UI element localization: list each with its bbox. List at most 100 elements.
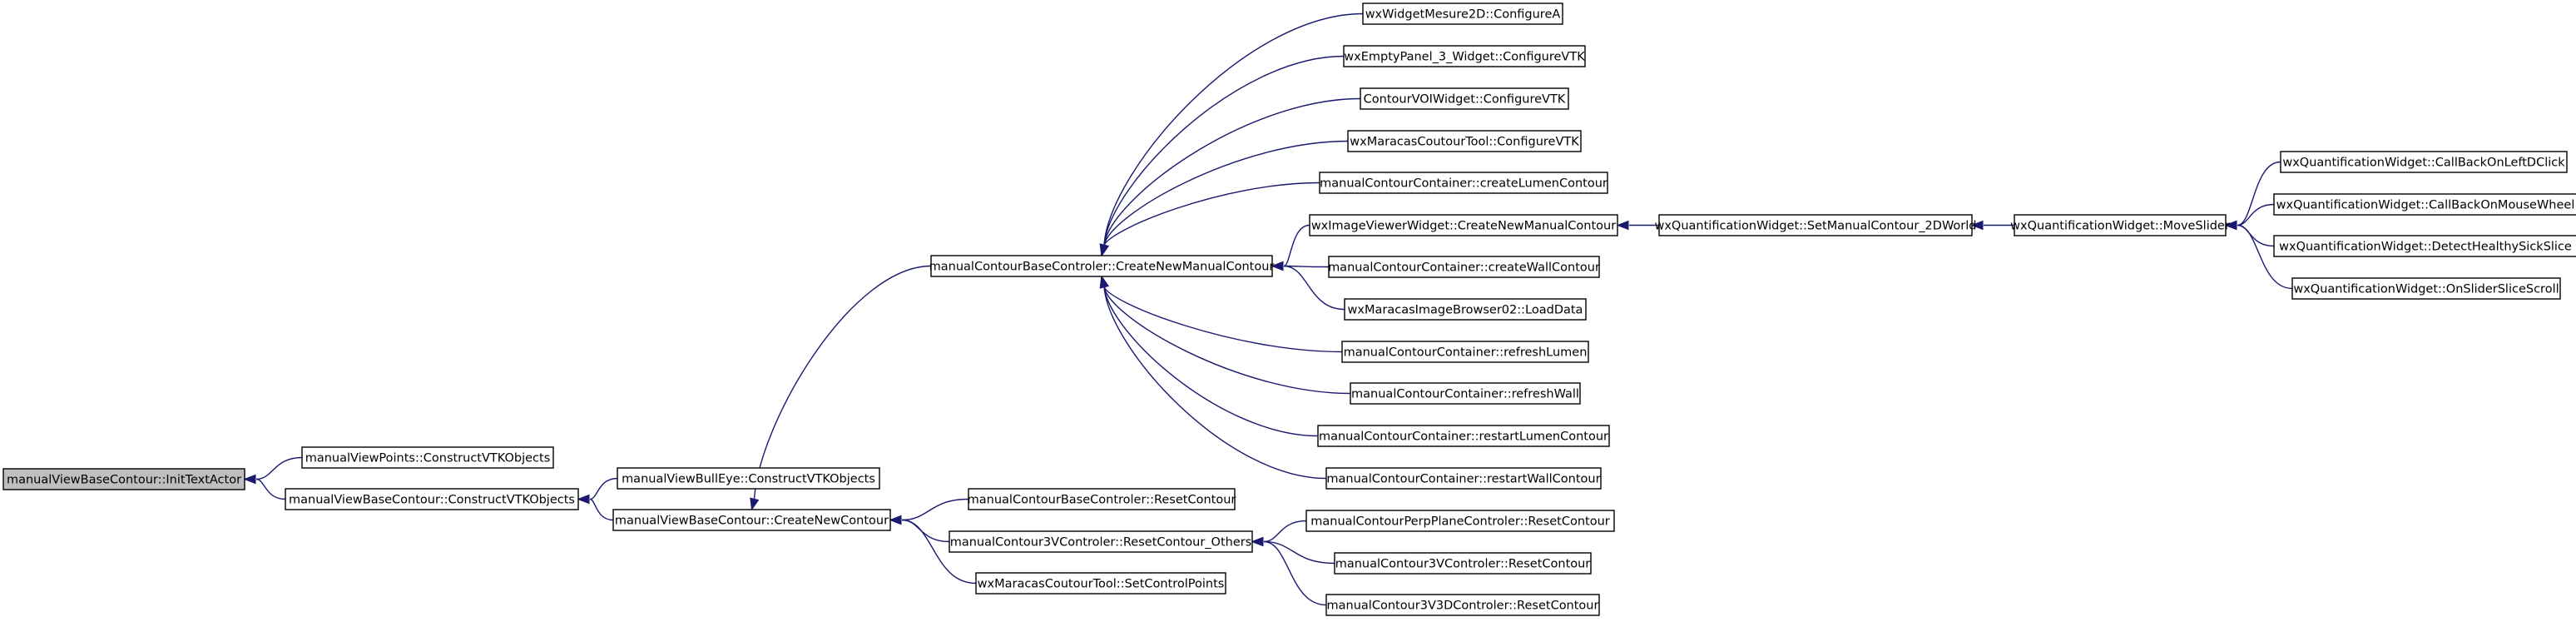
call-edge: [753, 265, 932, 500]
arrow-head-icon: [889, 515, 902, 525]
graph-node[interactable]: wxMaracasCoutourTool::ConfigureVTK: [1347, 130, 1582, 152]
graph-node[interactable]: wxQuantificationWidget::MoveSlider: [2010, 214, 2230, 236]
node-label: manualContourContainer::refreshLumen: [1344, 346, 1588, 360]
graph-node[interactable]: manualContourContainer::restartLumenCont…: [1317, 425, 1610, 447]
call-edge: [589, 498, 614, 521]
call-edge: [1283, 265, 1345, 311]
call-edge: [1263, 520, 1307, 543]
node-box: [2273, 193, 2576, 216]
call-edge: [1103, 140, 1349, 246]
call-edge: [255, 478, 286, 500]
graph-node[interactable]: wxImageViewerWidget::CreateNewManualCont…: [1309, 214, 1618, 236]
node-label: manualContourContainer::refreshWall: [1351, 388, 1579, 401]
graph-node[interactable]: manualContourBaseControler::ResetContour: [968, 488, 1236, 510]
node-label: manualContourContainer::createWallContou…: [1328, 261, 1600, 275]
node-label: wxQuantificationWidget::CallBackOnLeftDC…: [2282, 157, 2565, 170]
node-label: manualContourContainer::restartWallConto…: [1326, 473, 1600, 486]
node-box: [968, 488, 1236, 510]
node-label: manualContour3VControler::ResetContour: [1335, 558, 1591, 571]
graph-node[interactable]: wxMaracasCoutourTool::SetControlPoints: [975, 572, 1226, 595]
graph-node[interactable]: manualContourContainer::createWallContou…: [1328, 256, 1600, 278]
call-edge: [901, 498, 969, 521]
node-label: manualContourBaseControler::ResetContour: [968, 494, 1236, 507]
arrow-head-icon: [1616, 220, 1629, 231]
graph-node[interactable]: wxQuantificationWidget::CallBackOnMouseW…: [2273, 193, 2576, 216]
node-box: [1334, 552, 1592, 575]
graph-node[interactable]: manualContourContainer::refreshWall: [1350, 382, 1581, 405]
call-edge: [2237, 224, 2293, 290]
node-label: manualViewBaseContour::InitTextActor: [7, 474, 241, 487]
node-label: manualContour3V3DControler::ResetContour: [1327, 600, 1599, 613]
node-box: [1343, 45, 1586, 67]
graph-node[interactable]: manualContour3VControler::ResetContour_O…: [949, 530, 1253, 553]
graph-node[interactable]: manualContour3VControler::ResetContour: [1334, 552, 1592, 575]
arrow-head-icon: [243, 474, 256, 485]
node-box: [1319, 172, 1608, 194]
graph-node[interactable]: wxQuantificationWidget::SetManualContour…: [1654, 214, 1977, 236]
call-edge: [2237, 161, 2281, 226]
node-label: wxQuantificationWidget::DetectHealthySic…: [2279, 241, 2572, 254]
call-edge: [1103, 286, 1351, 395]
graph-node[interactable]: manualViewBaseContour::CreateNewContour: [612, 509, 891, 531]
call-edge: [901, 519, 950, 543]
node-box: [2014, 214, 2227, 236]
node-box: [2280, 151, 2568, 173]
call-edge: [901, 519, 977, 585]
graph-node[interactable]: wxQuantificationWidget::OnSliderSliceScr…: [2291, 277, 2561, 300]
node-box: [930, 255, 1273, 277]
arrow-head-icon: [577, 494, 590, 505]
call-edge: [1263, 540, 1327, 606]
graph-node[interactable]: manualContourBaseControler::CreateNewMan…: [929, 255, 1275, 277]
node-label: wxImageViewerWidget::CreateNewManualCont…: [1311, 220, 1616, 233]
graph-node[interactable]: ContourVOIWidget::ConfigureVTK: [1360, 87, 1569, 110]
node-box: [949, 530, 1253, 553]
node-label: manualViewPoints::ConstructVTKObjects: [305, 452, 551, 465]
node-box: [1325, 467, 1602, 490]
call-edge: [1103, 97, 1361, 246]
node-label: manualContourContainer::createLumenConto…: [1320, 177, 1608, 191]
graph-node[interactable]: manualContour3V3DControler::ResetContour: [1325, 594, 1600, 616]
graph-node[interactable]: manualViewBaseContour::InitTextActor: [2, 468, 245, 490]
graph-node[interactable]: manualContourContainer::createLumenConto…: [1319, 172, 1608, 194]
node-label: wxQuantificationWidget::SetManualContour…: [1654, 220, 1976, 233]
node-box: [1328, 256, 1600, 278]
node-label: wxQuantificationWidget::CallBackOnMouseW…: [2276, 199, 2575, 212]
node-label: wxWidgetMesure2D::ConfigureA: [1365, 8, 1561, 22]
node-box: [1325, 594, 1600, 616]
node-box: [1347, 130, 1582, 152]
node-box: [1360, 87, 1569, 110]
graph-node[interactable]: manualViewBaseContour::ConstructVTKObjec…: [285, 488, 579, 510]
node-label: wxEmptyPanel_3_Widget::ConfigureVTK: [1344, 51, 1585, 64]
node-box: [1317, 425, 1610, 447]
node-label: manualViewBaseContour::CreateNewContour: [615, 515, 889, 528]
graph-node[interactable]: wxQuantificationWidget::DetectHealthySic…: [2273, 235, 2576, 257]
arrow-head-icon: [1251, 536, 1264, 547]
node-box: [617, 467, 880, 490]
arrow-head-icon: [1099, 243, 1109, 257]
graph-node[interactable]: manualContourContainer::restartWallConto…: [1325, 467, 1602, 490]
node-box: [1362, 2, 1563, 25]
node-box: [2273, 235, 2576, 257]
call-edge: [1283, 224, 1310, 267]
call-edge: [1103, 182, 1320, 246]
graph-node[interactable]: wxEmptyPanel_3_Widget::ConfigureVTK: [1343, 45, 1586, 67]
graph-node[interactable]: manualViewBullEye::ConstructVTKObjects: [617, 467, 880, 490]
call-edge: [1103, 55, 1345, 246]
call-edge: [2237, 224, 2275, 247]
graph-node[interactable]: wxWidgetMesure2D::ConfigureA: [1362, 2, 1563, 25]
graph-node[interactable]: wxQuantificationWidget::CallBackOnLeftDC…: [2280, 151, 2568, 173]
node-label: wxMaracasImageBrowser02::LoadData: [1348, 304, 1583, 317]
call-edge: [1103, 12, 1364, 246]
node-box: [975, 572, 1226, 595]
node-label: manualViewBaseContour::ConstructVTKObjec…: [289, 494, 575, 507]
graph-node[interactable]: manualViewPoints::ConstructVTKObjects: [301, 446, 554, 469]
call-edge: [255, 456, 303, 480]
node-label: manualViewBullEye::ConstructVTKObjects: [622, 473, 875, 486]
graph-node[interactable]: wxMaracasImageBrowser02::LoadData: [1344, 298, 1587, 321]
node-box: [1658, 214, 1973, 236]
call-edge: [1103, 286, 1319, 437]
graph-node[interactable]: manualContourContainer::refreshLumen: [1341, 341, 1589, 363]
graph-node[interactable]: manualContourPerpPlaneControler::ResetCo…: [1305, 510, 1615, 532]
node-box: [1341, 341, 1589, 363]
